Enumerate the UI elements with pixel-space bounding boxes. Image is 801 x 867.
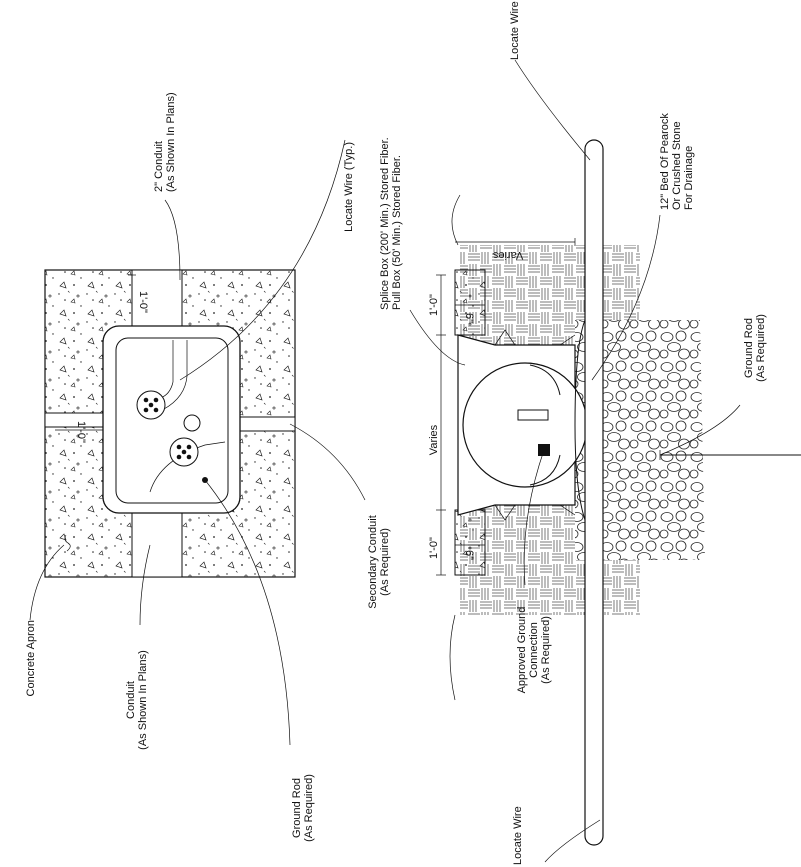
- label-conduit-2: (As Shown In Plans): [137, 650, 149, 750]
- label-ground-rod-left-2: (As Required): [303, 774, 315, 842]
- label-secondary-conduit-2: (As Required): [379, 528, 391, 596]
- label-bed-1: 12" Bed Of Pearock: [659, 113, 671, 210]
- dim-one-foot-sec-bottom: 1'-0": [428, 537, 440, 559]
- label-conduit-1: Conduit: [125, 681, 137, 719]
- splice-box-plan: [102, 325, 241, 514]
- dim-varies-right: Varies: [492, 249, 523, 261]
- fiber-coil: [462, 362, 588, 488]
- section-view: 6" 6": [449, 139, 801, 846]
- gravel-bed: [575, 320, 705, 560]
- label-locate-wire-top: Locate Wire: [509, 1, 521, 60]
- label-approved-ground-1: Approved Ground: [516, 607, 528, 694]
- section-dimensions: [436, 238, 576, 576]
- label-concrete-apron: Concrete Apron: [25, 620, 37, 696]
- label-2in-conduit-1: 2" Conduit: [153, 141, 165, 192]
- label-approved-ground-3: (As Required): [540, 616, 552, 684]
- label-locate-wire-typ: Locate Wire (Typ.): [343, 142, 355, 232]
- label-2in-conduit-2: (As Shown In Plans): [165, 92, 177, 192]
- label-approved-ground-2: Connection: [528, 622, 540, 678]
- label-ground-rod-right-1: Ground Rod: [743, 318, 755, 378]
- section-leaders: [409, 59, 741, 863]
- locate-wire-conduit: [584, 139, 604, 846]
- label-bed-3: For Drainage: [683, 146, 695, 210]
- label-splice-box-1: Splice Box (200' Min.) Stored Fiber.: [379, 137, 391, 310]
- label-splice-box-2: Pull Box (50' Min.) Stored Fiber.: [391, 155, 403, 310]
- plan-leaders: [29, 139, 366, 746]
- label-ground-rod-left-1: Ground Rod: [291, 778, 303, 838]
- label-bed-2: Or Crushed Stone: [671, 121, 683, 210]
- label-secondary-conduit-1: Secondary Conduit: [367, 515, 379, 609]
- dim-six-in-top: 6": [463, 313, 475, 323]
- dim-varies-main: Varies: [428, 424, 440, 455]
- dim-one-foot-mid: 1'-0": [75, 421, 87, 443]
- dim-one-foot-top: 1'-0": [137, 291, 149, 313]
- label-locate-wire-bottom: Locate Wire: [512, 806, 524, 865]
- dim-six-in-bottom: 6": [463, 550, 475, 560]
- label-ground-rod-right-2: (As Required): [755, 314, 767, 382]
- dim-one-foot-sec-top: 1'-0": [428, 294, 440, 316]
